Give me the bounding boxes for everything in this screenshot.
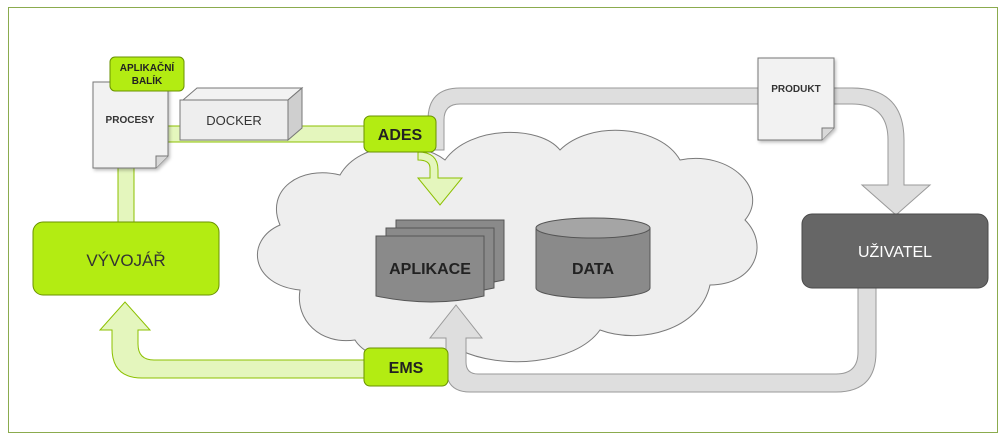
feedback-arrow-gray [428, 287, 877, 393]
ades-to-app-arrow [416, 151, 464, 206]
user-box [801, 213, 989, 289]
data-cylinder [535, 217, 651, 299]
dev-connector [117, 167, 135, 225]
app-package-box [109, 56, 185, 92]
application-stack [375, 219, 505, 303]
ems-box [363, 347, 449, 387]
developer-label: VÝVOJÁŘ [86, 251, 165, 270]
product-document [757, 57, 835, 141]
application-label: APLIKACE [389, 261, 471, 278]
processes-label: PROCESY [106, 115, 155, 126]
ems-label: EMS [389, 360, 424, 377]
docker-box: DOCKER [179, 86, 304, 142]
app-package-label-line1: APLIKAČNÍ [120, 61, 175, 74]
docker-label: DOCKER [206, 113, 262, 128]
ems-to-dev-arrow [98, 301, 373, 379]
ades-label: ADES [378, 127, 423, 144]
developer-box [32, 221, 220, 296]
user-label: UŽIVATEL [858, 242, 932, 261]
app-package-label-line2: BALÍK [132, 74, 163, 87]
ades-box [363, 115, 437, 153]
product-label: PRODUKT [771, 84, 820, 95]
cloud-shape [256, 129, 758, 363]
data-label: DATA [572, 261, 615, 278]
